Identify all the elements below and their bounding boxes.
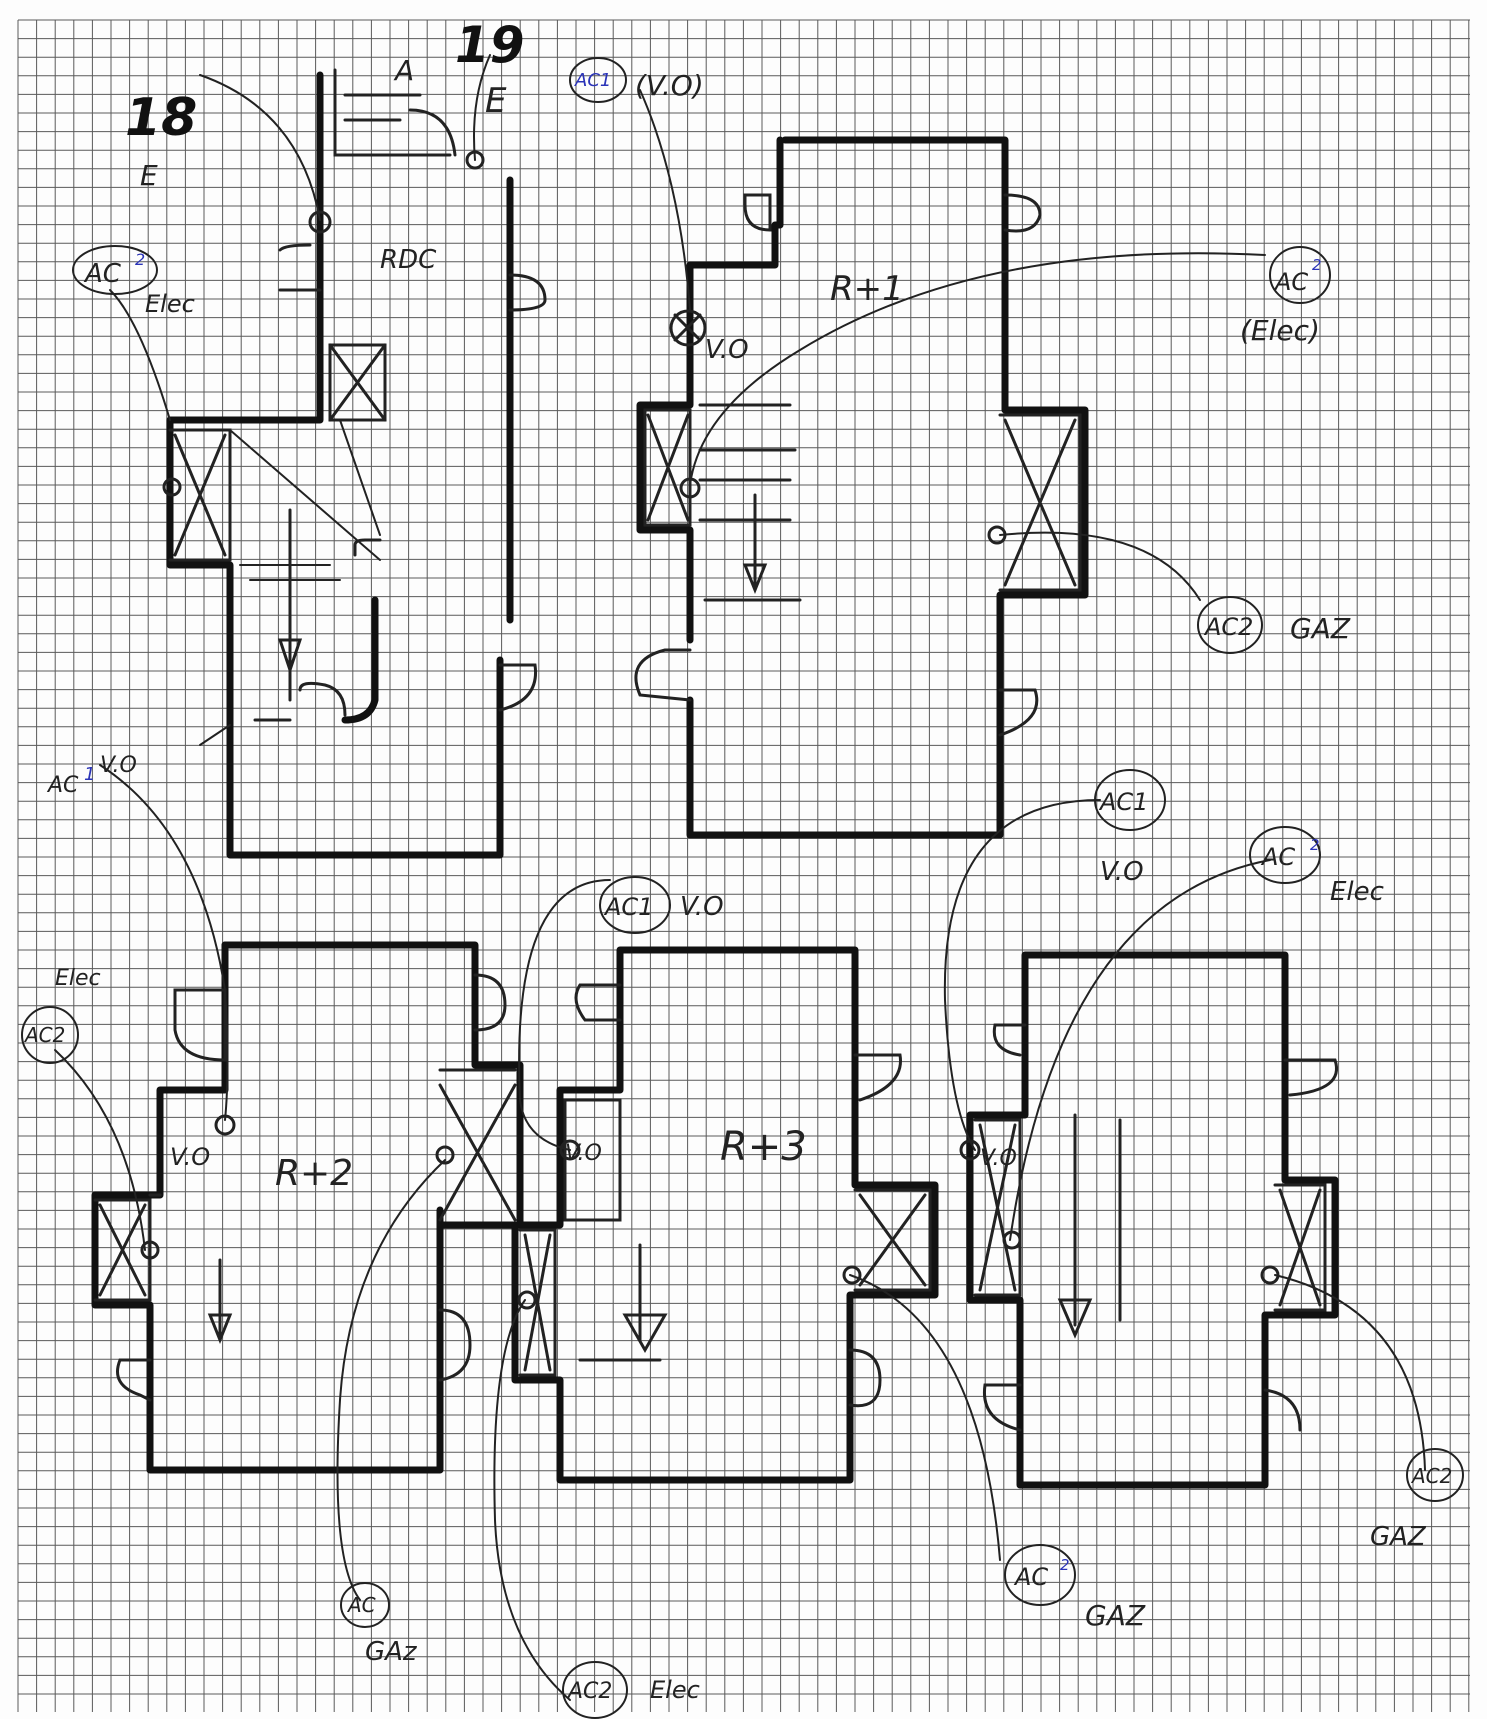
elec-r2-label: Elec — [55, 966, 101, 991]
connector-point — [214, 1114, 236, 1136]
ac2-gaz-r1-label: AC2 — [1203, 613, 1253, 641]
connector-point — [140, 1240, 160, 1260]
gaz-r1-label: GAZ — [1290, 612, 1351, 645]
label-a: A — [393, 54, 414, 87]
ac2-r2-label: AC2 — [23, 1023, 65, 1047]
vo-r3-top: V.O — [680, 892, 724, 922]
ac2-elec-r4-circle — [1249, 826, 1321, 884]
connector-point — [435, 1145, 455, 1165]
connector-point — [1260, 1265, 1280, 1285]
vo-r2-inside: V.O — [170, 1143, 210, 1171]
ac2-gaz-r1-circle — [1197, 596, 1263, 654]
connector-lines — [54, 54, 1426, 1701]
vo-r1-mid: V.O — [705, 335, 749, 365]
connector-point — [465, 150, 485, 170]
ac-gaz-r2-label: AC — [346, 1593, 376, 1617]
ac2-elec-r1-circle — [1269, 246, 1331, 304]
floor-plan-r4 — [966, 951, 1339, 1489]
ac2-elec-r2-circle — [21, 1006, 79, 1064]
connector-point — [308, 210, 332, 234]
connector-point — [1002, 1230, 1022, 1250]
connector-point — [162, 477, 182, 497]
vo-r4-label: V.O — [1100, 857, 1144, 887]
r2-annotations: AC 1 V.O Elec AC2 V.O AC GAz — [21, 753, 418, 1667]
grid-lines — [17, 19, 1470, 1712]
elec-r4-label: Elec — [1330, 877, 1384, 907]
ac1-r1-label: AC1 — [574, 70, 611, 91]
ac2-r1-label: AC — [1273, 268, 1308, 296]
floor-label-r3: R+3 — [720, 1124, 807, 1170]
ac1-r4-label: AC1 — [1098, 788, 1148, 816]
vo-r3-inside: V.O — [565, 1141, 602, 1166]
connector-point — [559, 1139, 581, 1161]
floor-plan-rdc — [166, 68, 547, 859]
ac2-r4-sup: 2 — [1310, 836, 1320, 854]
floor-label-r1: R+1 — [830, 269, 904, 309]
vo-r1-top: (V.O) — [635, 69, 704, 102]
label-e-left: E — [140, 159, 158, 192]
floor-label-rdc: RDC — [380, 245, 437, 275]
label-e-top: E — [485, 81, 507, 121]
floor-plan-r1 — [634, 136, 1089, 839]
ac1-r1-circle — [569, 57, 627, 103]
ac2-elec-rdc-circle — [72, 245, 158, 295]
ac2-gaz-r4-left-sup: 2 — [1060, 1556, 1070, 1574]
ac2-r3-label: AC2 — [566, 1679, 612, 1704]
floor-label-r2: R+2 — [275, 1153, 353, 1194]
gaz-r4-right-label: GAZ — [1370, 1522, 1427, 1552]
floor-plan-r2 — [91, 941, 524, 1474]
ac1-r2-num: 1 — [84, 764, 95, 785]
connector-point — [959, 1139, 981, 1161]
elec-r3-label: Elec — [650, 1676, 700, 1704]
ac2-rdc-label: AC — [83, 259, 122, 289]
elec-r1-label: (Elec) — [1240, 314, 1320, 347]
floor-plan-r3 — [511, 946, 939, 1484]
rdc-annotations: AC 2 Elec — [72, 245, 195, 318]
ac2-gaz-r4-right-circle — [1406, 1448, 1464, 1502]
r4-annotations: AC1 V.O AC 2 Elec V.O AC 2 GAZ AC2 GAZ — [980, 769, 1464, 1632]
sheet-number-19: 19 — [455, 16, 525, 74]
sheet-labels: 18 19 E A E RDC R+1 R+2 R+3 — [125, 16, 904, 1194]
ac2-r4-label: AC — [1260, 843, 1295, 871]
vo-r4-inside: V.O — [980, 1146, 1017, 1171]
ac-gaz-r2-circle — [340, 1582, 390, 1628]
connector-point — [679, 477, 701, 499]
ac1-r3-label: AC1 — [603, 893, 653, 921]
ac1-r3-circle — [599, 876, 671, 934]
r3-annotations: AC1 V.O V.O AC2 Elec — [562, 876, 724, 1719]
ac2-gaz-r4-left-circle — [1004, 1544, 1076, 1606]
ac2-rdc-sup: 2 — [135, 250, 145, 269]
sheet-number-18: 18 — [125, 88, 197, 148]
ac1-r2-prefix: AC — [46, 773, 79, 798]
connector-point — [987, 525, 1007, 545]
connector-point — [842, 1265, 862, 1285]
ac2-r1-sup: 2 — [1312, 256, 1322, 274]
ac1-r4-circle — [1094, 769, 1166, 831]
r1-annotations: AC1 (V.O) V.O AC 2 (Elec) AC2 GAZ — [569, 57, 1351, 654]
ac2-gaz-r4-right-label: AC2 — [1410, 1464, 1452, 1488]
gaz-r2-label: GAz — [365, 1637, 418, 1667]
gaz-r4-left-label: GAZ — [1085, 1599, 1146, 1632]
connector-point — [517, 1290, 537, 1310]
elec-rdc-label: Elec — [145, 290, 195, 318]
ac2-elec-r3-circle — [562, 1661, 628, 1719]
vo-r2-label: V.O — [100, 753, 137, 778]
ac2-gaz-r4-left-label: AC — [1013, 1563, 1048, 1591]
